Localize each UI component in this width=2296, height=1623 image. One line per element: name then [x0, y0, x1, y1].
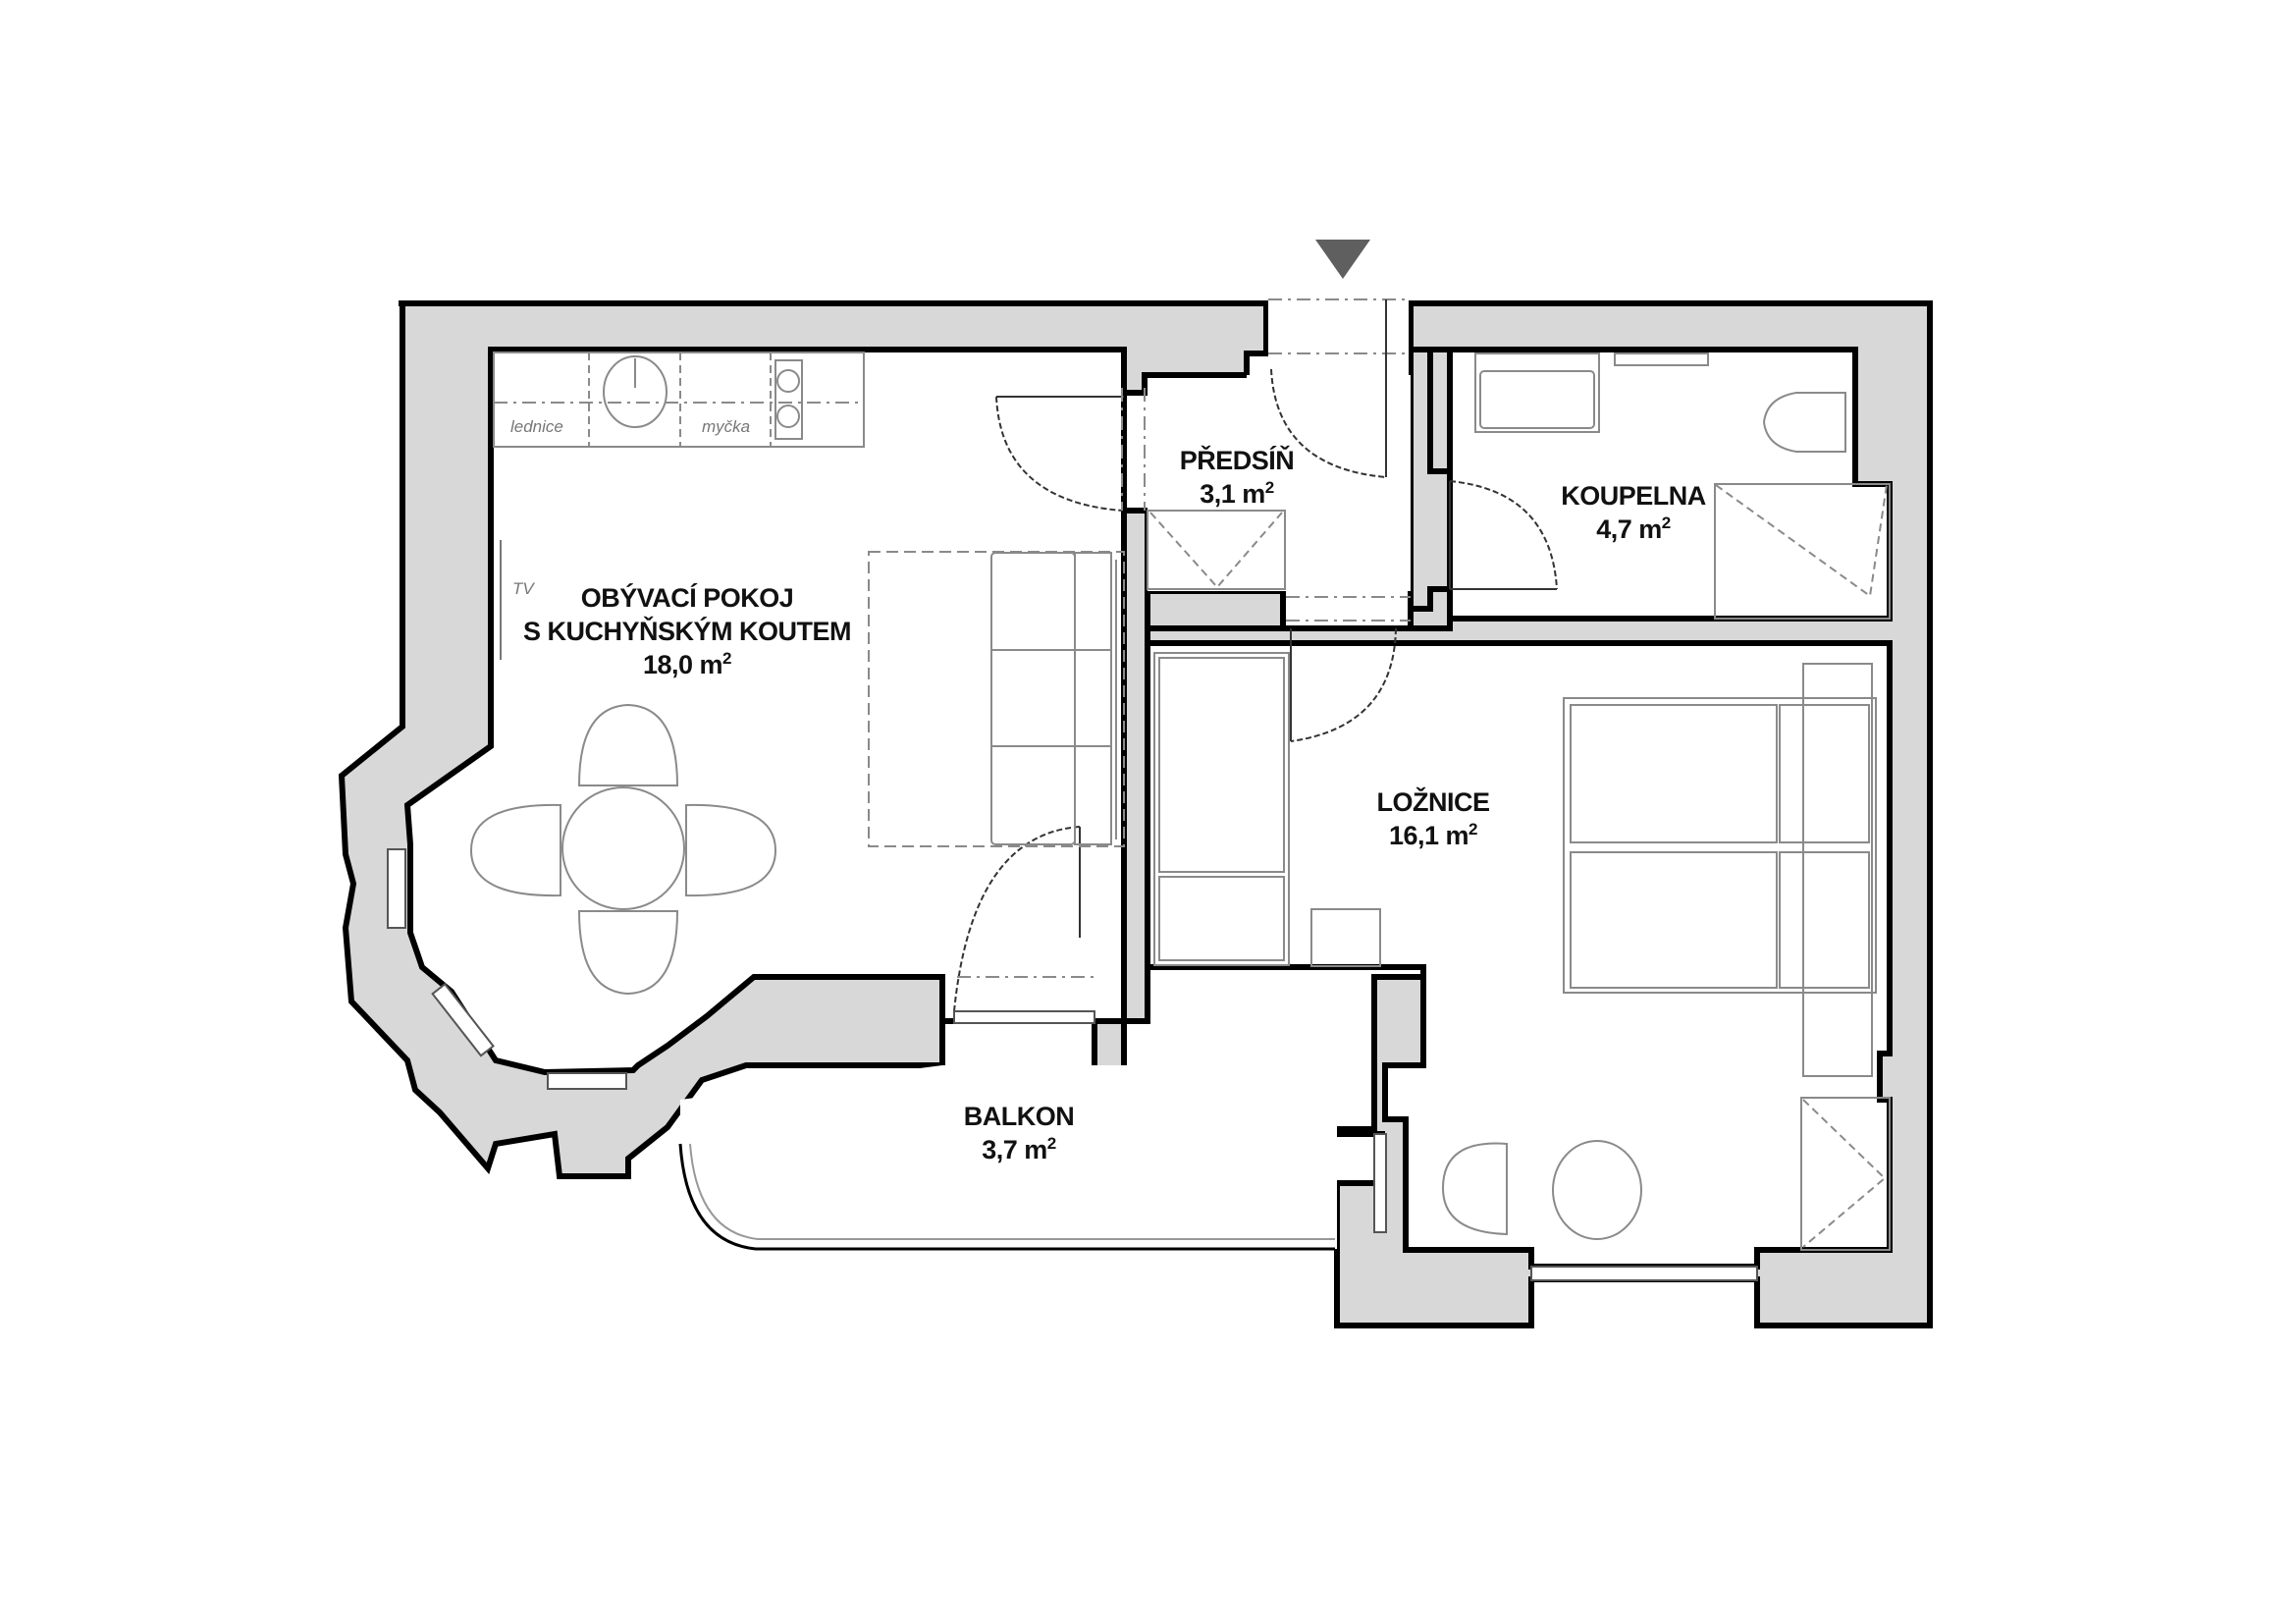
bunk-bed: [1563, 663, 1877, 1077]
kitchen-counter: [493, 352, 865, 448]
bedroom-wardrobe: [1153, 652, 1290, 966]
wall-partition-vertical: [1121, 508, 1150, 1024]
bedroom-cabinet: [1800, 1097, 1891, 1251]
room-area: 18,0 m2: [642, 649, 732, 679]
dishwasher-label: myčka: [702, 417, 751, 436]
room-name: KOUPELNA: [1561, 481, 1706, 511]
bedroom-balcony-door: [1373, 1133, 1387, 1233]
bay-window-3: [547, 1072, 627, 1090]
wall-hall-bath: [1411, 347, 1453, 474]
room-label-balcony: BALKON 3,7 m2: [964, 1100, 1075, 1166]
cooktop-icon: [774, 359, 803, 440]
room-label-living: OBÝVACÍ POKOJ S KUCHYŇSKÝM KOUTEM 18,0 m…: [522, 581, 852, 681]
room-subname: S KUCHYŇSKÝM KOUTEM: [522, 617, 852, 646]
room-area: 4,7 m2: [1596, 514, 1671, 544]
entrance-door-opening: [1268, 297, 1409, 375]
shelf: [1614, 352, 1709, 366]
room-living-floor: [403, 347, 1127, 1076]
wall-hall-bedroom: [1145, 588, 1286, 631]
room-name: LOŽNICE: [1376, 787, 1491, 817]
bathtub-icon: [1474, 352, 1600, 433]
bay-window-2: [431, 982, 495, 1057]
tv-label: TV: [512, 579, 534, 598]
room-label-bedroom: LOŽNICE 16,1 m2: [1376, 785, 1491, 852]
room-name: PŘEDSÍŇ: [1179, 446, 1295, 475]
room-label-hall: PŘEDSÍŇ 3,1 m2: [1180, 444, 1295, 511]
bedroom-window: [1530, 1266, 1758, 1281]
toilet-icon: [1762, 392, 1846, 453]
room-area: 3,1 m2: [1200, 478, 1274, 509]
entrance-arrow-icon: [1315, 240, 1370, 279]
bay-window-1: [387, 848, 406, 929]
entrance-door-swing: [1270, 368, 1387, 478]
balcony-floor: [680, 1065, 1337, 1249]
room-hall-floor: [1148, 375, 1411, 591]
desk-chair: [1441, 1142, 1508, 1236]
room-name: BALKON: [963, 1102, 1075, 1131]
fridge-label: lednice: [510, 417, 563, 436]
shower: [1714, 483, 1891, 620]
room-label-bath: KOUPELNA 4,7 m2: [1561, 479, 1706, 546]
round-table: [1552, 1140, 1642, 1240]
nightstand: [1310, 908, 1381, 967]
room-area: 3,7 m2: [982, 1134, 1056, 1164]
dining-table-icon: [469, 703, 777, 996]
hall-wardrobe: [1147, 510, 1286, 590]
sink-icon: [603, 355, 667, 428]
room-area: 16,1 m2: [1388, 820, 1478, 850]
room-name: OBÝVACÍ POKOJ: [580, 583, 794, 613]
sofa-icon: [990, 552, 1117, 845]
